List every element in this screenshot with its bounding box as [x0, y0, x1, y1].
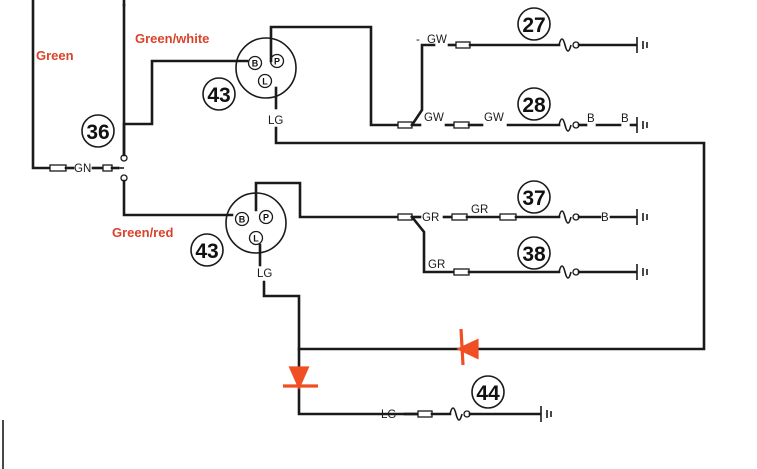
- wire-label-lg-top: LG: [268, 115, 283, 127]
- lamp-44-ref: 44: [471, 375, 505, 409]
- lamp-37-ref: 37: [517, 180, 551, 214]
- switch-43-top-ref: 43: [202, 77, 236, 111]
- wire-lg-loop: [274, 126, 706, 351]
- svg-text:36: 36: [86, 121, 109, 144]
- svg-text:P: P: [274, 57, 280, 67]
- wire-gw-branch-27: [410, 43, 436, 127]
- switch-43-bottom-ref: 43: [190, 233, 224, 267]
- lamp-28: [558, 117, 648, 133]
- svg-text:L: L: [262, 77, 268, 87]
- wire-gr-branch-38: [410, 215, 456, 274]
- wire-label-gr-a: GR: [422, 212, 439, 224]
- wire-label-b-37: B: [601, 212, 609, 224]
- lamp-27-ref: 27: [517, 7, 551, 41]
- wire-label-lg-bottom: LG: [257, 268, 272, 280]
- marker-arrow-horizontal: [456, 328, 479, 366]
- wire-bottom-switch-loop: [254, 181, 400, 219]
- svg-text:28: 28: [522, 94, 546, 117]
- svg-text:37: 37: [522, 187, 545, 210]
- relay-36: [118, 0, 128, 182]
- lamp-27: [558, 37, 648, 53]
- wire-label-gr-b: GR: [471, 204, 488, 216]
- lamp-37: [558, 209, 648, 225]
- switch-43-top: B P L: [235, 37, 297, 99]
- lamp-38: [558, 264, 648, 280]
- svg-text:P: P: [263, 213, 269, 223]
- marker-arrow-vertical: [283, 366, 318, 390]
- svg-text:B: B: [239, 215, 246, 225]
- svg-text:43: 43: [207, 84, 230, 107]
- svg-text:27: 27: [522, 14, 545, 37]
- lamp-44: [417, 406, 552, 422]
- wire-label-gn: GN: [74, 163, 91, 175]
- svg-text:44: 44: [476, 382, 500, 405]
- wire-label-b-28b: B: [621, 113, 629, 125]
- green-feed-wire: [31, 0, 120, 172]
- wire-label-lg-44: LG: [381, 409, 396, 421]
- relay-36-ref: 36: [81, 114, 115, 148]
- wire-top-switch-p: [269, 25, 400, 127]
- annotation-green-white: Green/white: [135, 31, 209, 46]
- wire-lg-bottom-down: [262, 280, 420, 416]
- lamp-38-ref: 38: [517, 236, 551, 270]
- wire-label-gw-28a: GW: [424, 112, 444, 124]
- wire-label-gw-27: GW: [427, 34, 447, 46]
- wire-relay-to-bottom-switch: [122, 179, 234, 217]
- svg-text:38: 38: [522, 243, 546, 266]
- wire-label-gr-38: GR: [428, 259, 445, 271]
- wire-tick-27: -: [416, 34, 420, 46]
- wire-label-b-28a: B: [587, 113, 595, 125]
- wire-label-gw-28b: GW: [484, 112, 504, 124]
- annotation-green: Green: [36, 48, 74, 63]
- svg-text:L: L: [253, 234, 259, 244]
- svg-text:43: 43: [195, 240, 218, 263]
- annotation-green-red: Green/red: [112, 225, 173, 240]
- lamp-28-ref: 28: [517, 87, 551, 121]
- wire-relay-to-top-switch: [122, 59, 249, 157]
- svg-text:B: B: [252, 59, 259, 69]
